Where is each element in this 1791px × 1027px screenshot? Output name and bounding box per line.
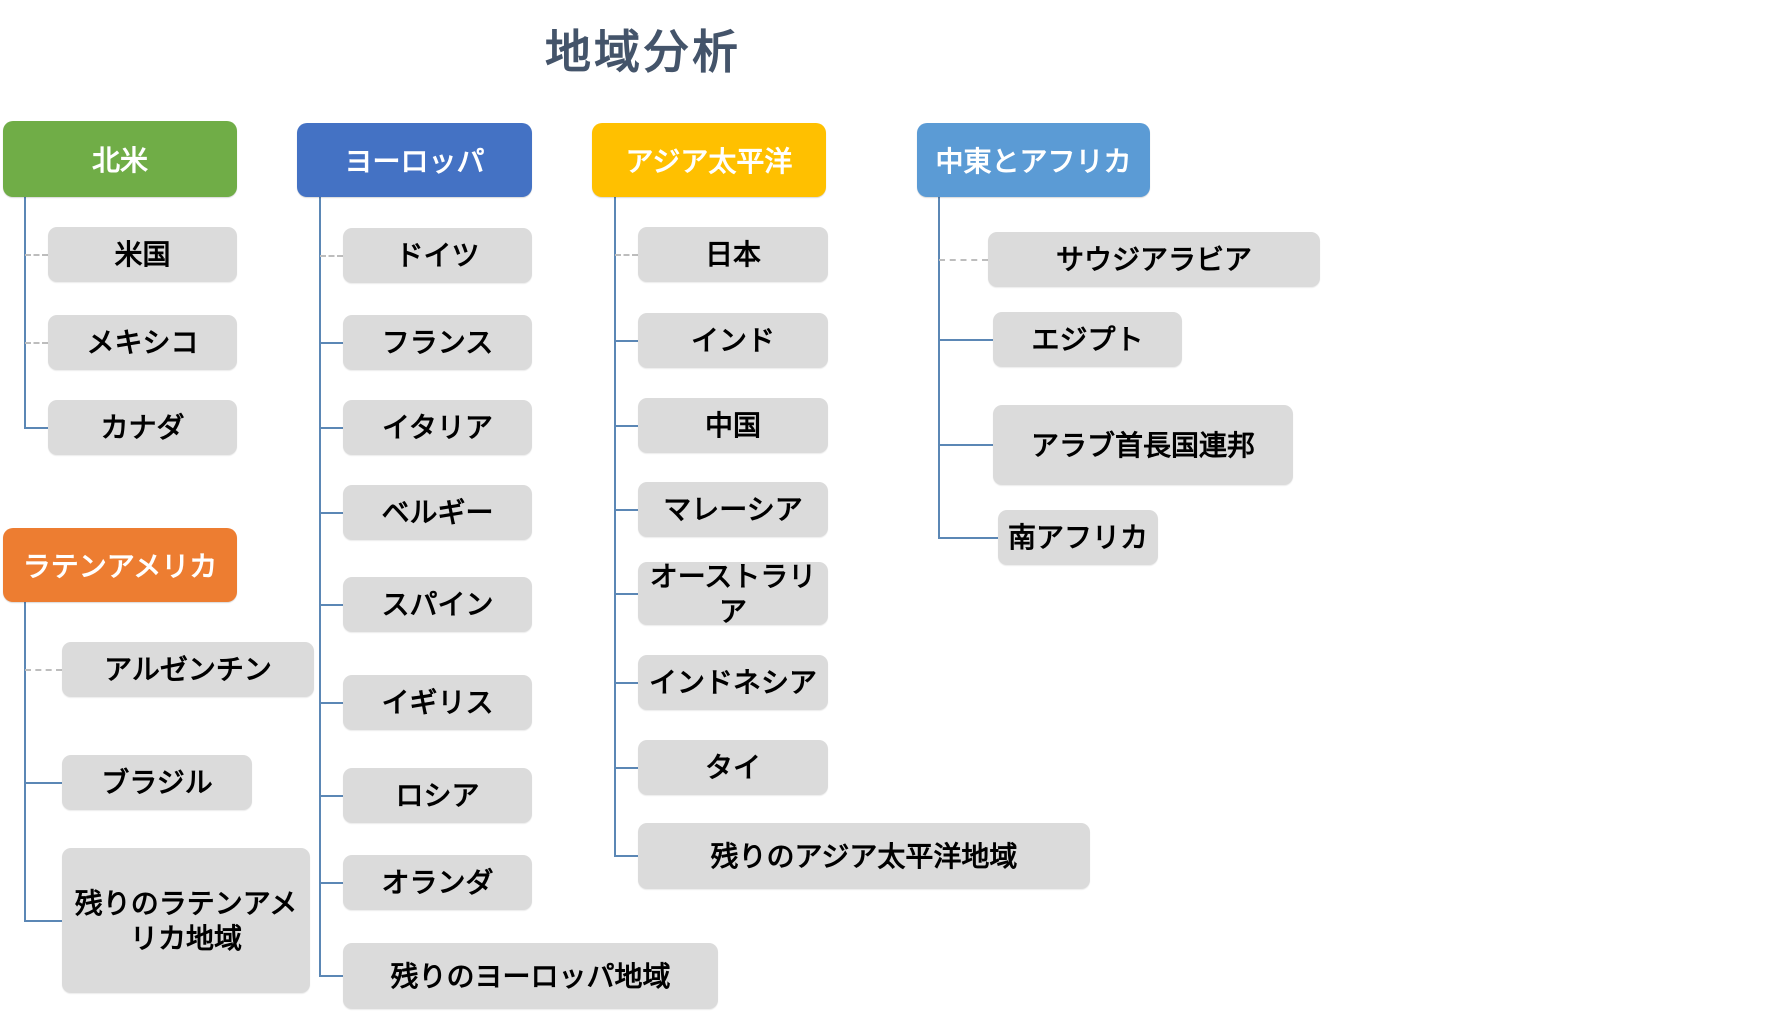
connector-thailand	[615, 766, 638, 769]
connector-trunk-north-america	[24, 197, 26, 429]
node-japan: 日本	[638, 227, 828, 282]
connector-canada	[25, 426, 48, 429]
node-russia: ロシア	[343, 768, 532, 823]
node-malaysia: マレーシア	[638, 482, 828, 537]
connector-egypt	[939, 338, 993, 341]
connector-uk	[320, 701, 343, 704]
node-egypt: エジプト	[993, 312, 1182, 367]
connector-malaysia	[615, 508, 638, 511]
node-netherlands: オランダ	[343, 855, 532, 910]
node-rest-of-asia-pacific: 残りのアジア太平洋地域	[638, 823, 1090, 889]
connector-japan	[615, 253, 638, 256]
node-uk: イギリス	[343, 675, 532, 730]
connector-russia	[320, 794, 343, 797]
node-india: インド	[638, 313, 828, 368]
node-china: 中国	[638, 398, 828, 453]
node-australia: オーストラリア	[638, 561, 828, 627]
node-rest-of-latin-america: 残りのラテンアメリカ地域	[62, 848, 310, 993]
group-header-asia-pacific: アジア太平洋	[592, 123, 826, 197]
node-usa: 米国	[48, 227, 237, 282]
node-brazil: ブラジル	[62, 755, 252, 810]
node-belgium: ベルギー	[343, 485, 532, 540]
node-saudi-arabia: サウジアラビア	[988, 232, 1320, 287]
connector-trunk-europe	[319, 197, 321, 977]
connector-australia	[615, 592, 638, 595]
connector-china	[615, 424, 638, 427]
connector-rest-of-latin-america	[25, 919, 62, 922]
node-uae: アラブ首長国連邦	[993, 405, 1293, 485]
connector-rest-of-asia-pacific	[615, 855, 638, 857]
node-france: フランス	[343, 315, 532, 370]
connector-trunk-middle-east-africa	[938, 197, 940, 539]
node-argentina: アルゼンチン	[62, 642, 314, 697]
group-header-middle-east-africa: 中東とアフリカ	[917, 123, 1150, 197]
connector-south-africa	[939, 536, 998, 539]
node-south-africa: 南アフリカ	[998, 510, 1158, 565]
group-header-north-america: 北米	[3, 121, 237, 197]
connector-spain	[320, 603, 343, 606]
node-thailand: タイ	[638, 740, 828, 795]
connector-trunk-asia-pacific	[614, 197, 616, 857]
node-indonesia: インドネシア	[638, 655, 828, 710]
connector-mexico	[25, 341, 48, 344]
connector-indonesia	[615, 681, 638, 684]
node-mexico: メキシコ	[48, 315, 237, 370]
connector-usa	[25, 253, 48, 256]
node-italy: イタリア	[343, 400, 532, 455]
connector-argentina	[25, 668, 62, 671]
connector-germany	[320, 254, 343, 257]
connector-netherlands	[320, 881, 343, 884]
connector-belgium	[320, 511, 343, 514]
connector-italy	[320, 426, 343, 429]
connector-saudi-arabia	[939, 258, 988, 261]
connector-rest-of-europe	[320, 975, 343, 977]
node-germany: ドイツ	[343, 228, 532, 283]
group-header-europe: ヨーロッパ	[297, 123, 532, 197]
node-canada: カナダ	[48, 400, 237, 455]
node-rest-of-europe: 残りのヨーロッパ地域	[343, 943, 718, 1009]
connector-brazil	[25, 781, 62, 784]
connector-india	[615, 339, 638, 342]
connector-uae	[939, 444, 993, 446]
connector-trunk-latin-america	[24, 602, 26, 922]
connector-france	[320, 341, 343, 344]
diagram-title: 地域分析	[545, 26, 741, 78]
group-header-latin-america: ラテンアメリカ	[3, 528, 237, 602]
node-spain: スパイン	[343, 577, 532, 632]
